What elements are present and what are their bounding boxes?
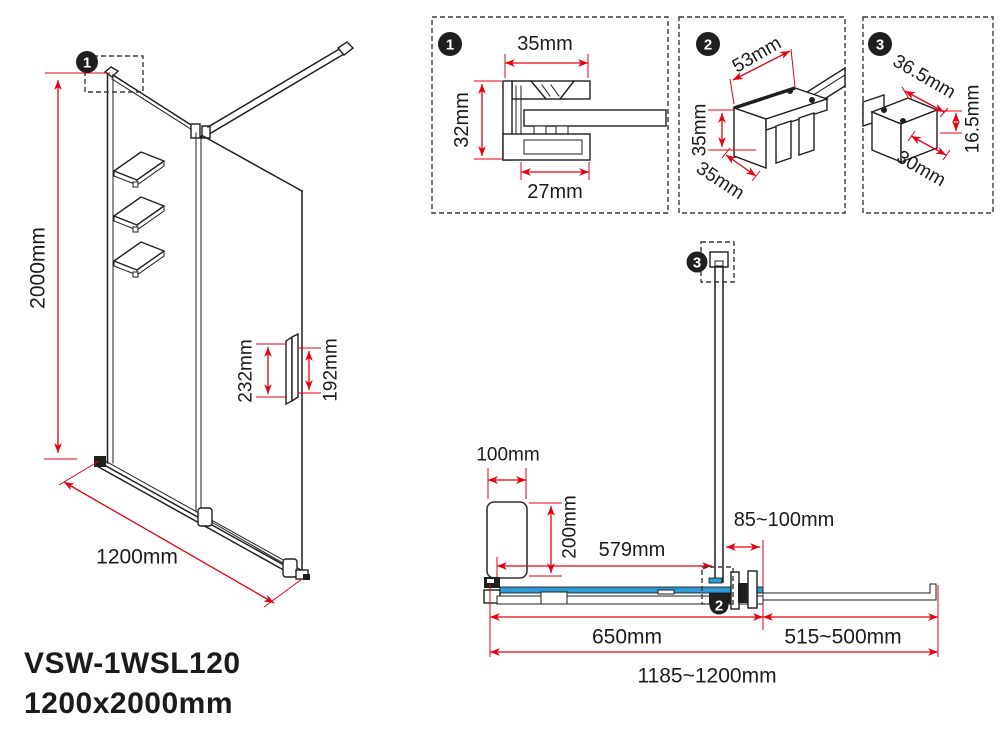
detail-2-dim-left: 35mm — [690, 104, 711, 157]
iso-view: 2000mm 1200mm 232mm 192mm 1 — [27, 41, 355, 608]
detail-1-dim-left: 32mm — [451, 92, 473, 148]
rail-left-base — [94, 456, 106, 467]
gasket-1 — [533, 125, 547, 135]
shelf-3 — [112, 241, 166, 278]
title-block: VSW-1WSL120 1200x2000mm — [24, 647, 241, 720]
callout-1-badge — [76, 51, 98, 73]
end-roller — [282, 558, 298, 578]
bracket-right-band — [765, 98, 828, 131]
plan-dim-200mm: 200mm — [560, 495, 581, 558]
profile-top-arm — [511, 80, 591, 100]
dim-label-1200mm: 1200mm — [96, 546, 178, 569]
mid-roller — [197, 507, 213, 527]
fixed-panel-top-edge — [111, 73, 201, 132]
plan-dim-100mm: 100mm — [476, 445, 539, 466]
plan-bar-cap-notch — [714, 260, 724, 267]
plan-joint-fitting — [738, 583, 748, 603]
detail-1-number: 1 — [446, 37, 454, 54]
plan-view: 3 100mm 200mm 579mm 85~100mm — [476, 241, 939, 688]
callout-1-zone — [84, 55, 144, 93]
support-bar2 — [209, 52, 346, 135]
profile-bottom-inner — [523, 139, 583, 155]
shelf-2 — [112, 196, 166, 233]
detail-1-badge — [438, 32, 462, 56]
plan-dim-515-500mm: 515~500mm — [784, 626, 901, 649]
plan-dim-85-100mm: 85~100mm — [734, 509, 835, 531]
bracket-front-face — [733, 107, 767, 170]
fixed-panel-top-edge2 — [111, 78, 198, 134]
support-bar-cap — [336, 41, 355, 56]
callout-3-badge — [686, 251, 708, 273]
plan-dim-650mm: 650mm — [592, 626, 662, 649]
detail-box-2: 2 53mm 35mm 35mm — [678, 16, 846, 214]
overall-size: 1200x2000mm — [24, 687, 233, 720]
wall-profile-cap — [103, 66, 120, 78]
callout-2-number: 2 — [715, 598, 723, 615]
dim-label-192mm: 192mm — [321, 338, 342, 401]
callout-2-badge — [709, 595, 729, 615]
rail-end-foot — [303, 574, 310, 580]
support-bar — [206, 46, 343, 129]
glass-section — [523, 109, 667, 127]
detail-2-border — [678, 16, 846, 214]
handle-side — [291, 332, 299, 403]
detail-1-dim-top: 35mm — [517, 33, 573, 55]
plan-side-panel-hook — [929, 583, 937, 601]
detail-box-3: 3 36.5mm 16.5mm 30mm — [862, 16, 994, 214]
detail-3-number: 3 — [876, 37, 884, 54]
dim-label-2000mm: 2000mm — [27, 227, 50, 309]
plan-dim-579mm: 579mm — [599, 539, 666, 561]
detail-2-number: 2 — [704, 37, 712, 54]
detail-3-dim-top: 36.5mm — [889, 51, 959, 104]
detail-2-badge — [696, 32, 720, 56]
bracket-hook-2 — [798, 112, 815, 156]
moving-panel-top-edge — [201, 134, 304, 193]
dim-line-1200 — [63, 481, 275, 604]
detail-2-dim-top: 53mm — [729, 33, 785, 78]
plan-wall-profile-notch — [487, 579, 494, 583]
dim-label-232mm: 232mm — [236, 339, 257, 402]
plan-clamp-plate-2 — [747, 570, 758, 609]
shelf-1 — [112, 151, 166, 188]
bracket-hook-1 — [775, 120, 792, 164]
detail-box-1: 1 35mm 32mm 27mm — [431, 16, 669, 214]
detail-3-dim-right: 16.5mm — [963, 85, 984, 154]
model-number: VSW-1WSL120 — [24, 647, 241, 680]
plan-glass-panel — [499, 586, 764, 594]
plan-rail-tab — [657, 589, 675, 595]
detail-3-badge — [868, 32, 892, 56]
callout-1-number: 1 — [83, 55, 91, 72]
callout-3-zone — [700, 241, 735, 283]
handle-front — [285, 335, 293, 406]
plan-clamp — [540, 591, 568, 605]
plan-glass-stub — [708, 577, 723, 584]
callout-3-number: 3 — [693, 255, 701, 272]
detail-1-dim-bottom: 27mm — [527, 181, 583, 203]
gasket-2 — [555, 125, 569, 135]
plan-dim-1185-1200mm: 1185~1200mm — [637, 665, 776, 688]
